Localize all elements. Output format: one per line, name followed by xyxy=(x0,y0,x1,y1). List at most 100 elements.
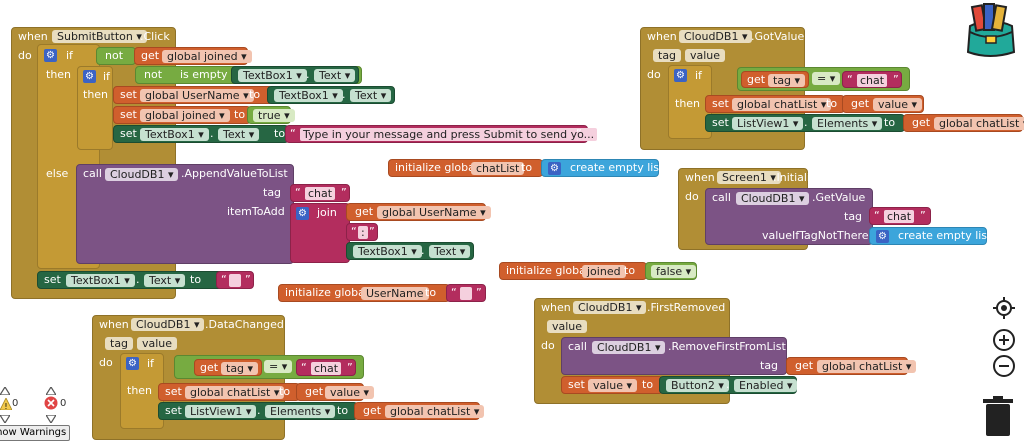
var-dropdown[interactable]: value ▾ xyxy=(588,379,638,392)
textbox1-text-getter-2[interactable]: TextBox1 ▾ . Text ▾ xyxy=(267,86,395,104)
component-dropdown[interactable]: TextBox1 ▾ xyxy=(353,245,422,258)
var-dropdown[interactable]: global UserName ▾ xyxy=(377,206,491,219)
true-block[interactable]: true ▾ xyxy=(247,106,295,124)
equals-dropdown[interactable]: = ▾ xyxy=(264,360,293,373)
component-dropdown[interactable]: CloudDB1 ▾ xyxy=(105,168,179,181)
property-dropdown[interactable]: Text ▾ xyxy=(429,245,471,258)
var-dropdown[interactable]: value ▾ xyxy=(325,386,375,399)
var-dropdown[interactable]: global chatList ▾ xyxy=(385,405,485,418)
gotvalue-mutator-gear-icon[interactable]: ⚙ xyxy=(674,69,687,82)
param-value[interactable]: value xyxy=(547,320,588,333)
submitbutton-dropdown[interactable]: SubmitButton ▾ xyxy=(52,30,147,43)
textbox1-text-getter[interactable]: TextBox1 ▾ . Text ▾ xyxy=(231,66,359,84)
component-dropdown[interactable]: CloudDB1 ▾ xyxy=(592,341,666,354)
empty-string-block[interactable]: “ ” xyxy=(216,271,254,289)
var-name-field[interactable]: chatList xyxy=(471,162,525,175)
get-global-chatlist[interactable]: get global chatList ▾ xyxy=(903,114,1024,132)
get-global-username[interactable]: get global UserName ▾ xyxy=(346,203,491,221)
set-textbox1-text[interactable]: set TextBox1 ▾ . Text ▾ to xyxy=(113,125,289,143)
create-empty-list-block[interactable]: ⚙ create empty list xyxy=(541,159,663,177)
zoom-in-icon[interactable] xyxy=(992,328,1016,352)
join-block[interactable]: ⚙ join xyxy=(290,203,350,263)
list-mutator-gear-icon[interactable]: ⚙ xyxy=(876,230,889,243)
button2-enabled-getter[interactable]: Button2 ▾ . Enabled ▾ xyxy=(659,376,798,394)
var-name-field[interactable]: joined xyxy=(582,265,626,278)
var-dropdown[interactable]: tag ▾ xyxy=(768,74,806,87)
get-global-chatlist-2[interactable]: get global chatList ▾ xyxy=(786,357,917,375)
inner-mutator-gear-icon[interactable]: ⚙ xyxy=(83,70,96,83)
set-value[interactable]: set value ▾ to xyxy=(561,376,663,394)
recenter-icon[interactable] xyxy=(992,296,1016,320)
chat-string[interactable]: chat xyxy=(311,362,342,375)
set-global-chatlist-2[interactable]: set global chatList ▾ to xyxy=(158,383,300,401)
component-dropdown[interactable]: Button2 ▾ xyxy=(666,379,729,392)
set-global-chatlist[interactable]: set global chatList ▾ to xyxy=(705,95,845,113)
init-global-joined[interactable]: initialize global joined to xyxy=(499,262,647,280)
chat-string-block[interactable]: “ chat ” xyxy=(290,184,350,202)
get-value-2[interactable]: get value ▾ xyxy=(296,383,375,401)
property-dropdown[interactable]: Text ▾ xyxy=(350,89,392,102)
var-dropdown[interactable]: global joined ▾ xyxy=(140,109,230,122)
get-tag-2[interactable]: get tag ▾ xyxy=(194,359,262,376)
component-dropdown[interactable]: TextBox1 ▾ xyxy=(66,274,135,287)
var-dropdown[interactable]: global chatList ▾ xyxy=(934,117,1024,130)
call-clouddb1-getvalue[interactable]: call CloudDB1 ▾ .GetValue tag valueIfTag… xyxy=(705,188,873,245)
clouddb1-dropdown[interactable]: CloudDB1 ▾ xyxy=(573,301,647,314)
set-textbox1-text-empty[interactable]: set TextBox1 ▾ . Text ▾ to xyxy=(37,271,225,289)
colon-string-block[interactable]: “ : ” xyxy=(346,223,378,241)
param-tag[interactable]: tag xyxy=(653,49,682,62)
var-dropdown[interactable]: value ▾ xyxy=(873,98,923,111)
get-value[interactable]: get value ▾ xyxy=(842,95,924,113)
clouddb1-dropdown[interactable]: CloudDB1 ▾ xyxy=(679,30,753,43)
join-mutator-gear-icon[interactable]: ⚙ xyxy=(296,207,309,220)
screen1-dropdown[interactable]: Screen1 ▾ xyxy=(717,171,781,184)
set-global-username[interactable]: set global UserName ▾ to xyxy=(113,86,273,104)
var-dropdown[interactable]: global chatList ▾ xyxy=(185,386,285,399)
not-block[interactable]: not xyxy=(96,47,136,65)
var-dropdown[interactable]: global chatList ▾ xyxy=(732,98,832,111)
chat-string[interactable]: chat xyxy=(305,187,336,200)
get-tag[interactable]: get tag ▾ xyxy=(741,71,809,88)
chat-string[interactable]: chat xyxy=(857,74,888,87)
property-dropdown[interactable]: Text ▾ xyxy=(144,274,186,287)
var-dropdown[interactable]: tag ▾ xyxy=(221,362,259,375)
property-dropdown[interactable]: Text ▾ xyxy=(314,69,356,82)
component-dropdown[interactable]: TextBox1 ▾ xyxy=(274,89,343,102)
show-warnings-button[interactable]: Show Warnings xyxy=(0,425,70,441)
param-value[interactable]: value xyxy=(137,337,178,350)
property-dropdown[interactable]: Enabled ▾ xyxy=(734,379,798,392)
error-toggle-down-icon[interactable] xyxy=(44,413,58,425)
warning-toggle-down-icon[interactable] xyxy=(0,413,12,425)
empty-string[interactable] xyxy=(229,274,241,287)
boolean-dropdown[interactable]: true ▾ xyxy=(253,109,295,122)
property-dropdown[interactable]: Elements ▾ xyxy=(812,117,883,130)
call-clouddb1-appendvaluetolist[interactable]: call CloudDB1 ▾ .AppendValueToList tag i… xyxy=(76,164,294,264)
backpack-icon[interactable] xyxy=(960,2,1020,60)
component-dropdown[interactable]: TextBox1 ▾ xyxy=(140,128,209,141)
datachanged-if-block[interactable]: ⚙ if then xyxy=(120,353,164,429)
false-block[interactable]: false ▾ xyxy=(645,262,697,280)
chat-string-block-4[interactable]: “ chat ” xyxy=(296,359,356,376)
property-dropdown[interactable]: Text ▾ xyxy=(218,128,260,141)
var-name-field[interactable]: UserName xyxy=(361,287,429,300)
list-mutator-gear-icon[interactable]: ⚙ xyxy=(548,162,561,175)
param-value[interactable]: value xyxy=(685,49,726,62)
get-global-joined[interactable]: get global joined ▾ xyxy=(134,47,252,65)
chat-string-block-2[interactable]: “ chat ” xyxy=(842,71,902,88)
datachanged-mutator-gear-icon[interactable]: ⚙ xyxy=(126,357,139,370)
init-global-chatlist[interactable]: initialize global chatList to xyxy=(388,159,543,177)
mutator-gear-icon[interactable]: ⚙ xyxy=(44,49,57,62)
property-dropdown[interactable]: Elements ▾ xyxy=(265,405,336,418)
clouddb1-dropdown[interactable]: CloudDB1 ▾ xyxy=(131,318,205,331)
textbox1-text-getter-3[interactable]: TextBox1 ▾ . Text ▾ xyxy=(346,242,474,260)
colon-string[interactable]: : xyxy=(358,226,368,239)
gotvalue-if-block[interactable]: ⚙ if then xyxy=(668,65,712,139)
call-clouddb1-removefirstfromlist[interactable]: call CloudDB1 ▾ .RemoveFirstFromList tag xyxy=(561,337,787,375)
placeholder-string-block[interactable]: “ Type in your message and press Submit … xyxy=(285,125,598,143)
warning-toggle-up-icon[interactable] xyxy=(0,385,12,396)
error-toggle-up-icon[interactable] xyxy=(44,385,58,396)
chat-string-block-3[interactable]: “ chat ” xyxy=(869,207,931,225)
component-dropdown[interactable]: ListView1 ▾ xyxy=(732,117,804,130)
set-listview1-elements[interactable]: set ListView1 ▾ . Elements ▾ to xyxy=(705,114,905,132)
var-dropdown[interactable]: global chatList ▾ xyxy=(817,360,917,373)
